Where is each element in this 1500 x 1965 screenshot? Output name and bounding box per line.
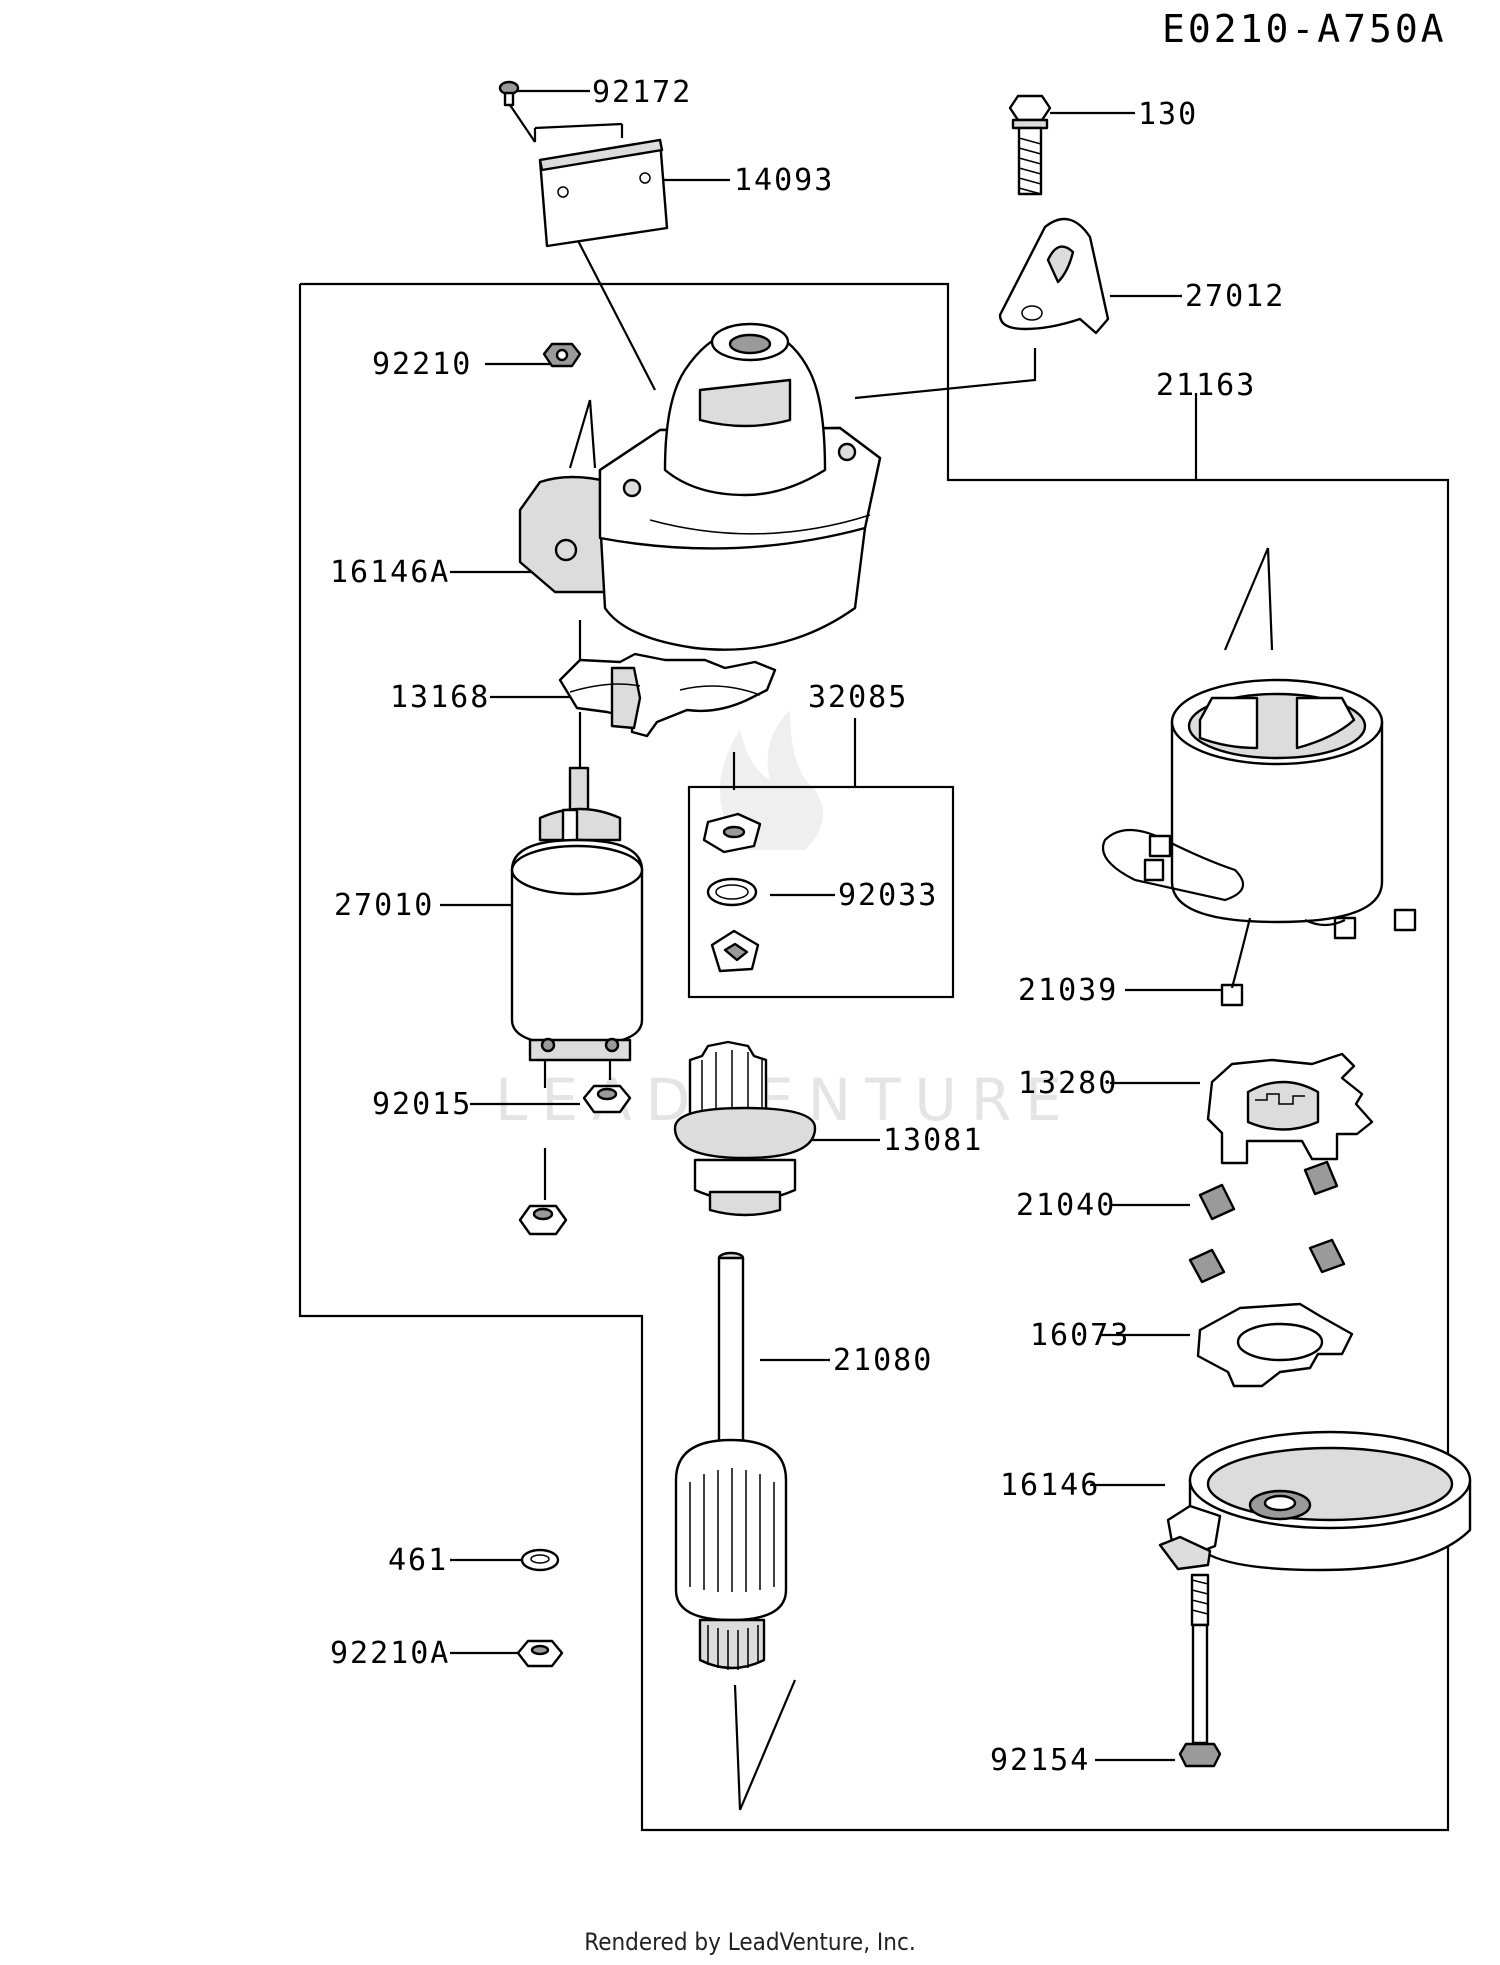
part-92210A-nut [516,1639,564,1668]
part-21040-springs [1188,1160,1346,1284]
label-92154: 92154 [990,1743,1090,1778]
label-16146: 16146 [1000,1468,1100,1503]
label-92015: 92015 [372,1087,472,1122]
footer-credit: Rendered by LeadVenture, Inc. [584,1928,916,1956]
part-461-washer [520,1548,560,1572]
part-130-bolt [1008,94,1052,196]
label-27012: 27012 [1185,279,1285,314]
part-16146A-housing [518,322,882,651]
part-92172-screw [498,80,624,143]
label-16146A: 16146A [330,555,450,590]
diagram-code: E0210-A750A [1162,7,1447,51]
part-13168-lever [558,652,777,738]
part-21080-armature [674,1251,788,1670]
part-21039-yoke [1102,678,1417,1007]
part-14093-plate [538,138,669,248]
label-16073: 16073 [1030,1318,1130,1353]
label-14093: 14093 [734,163,834,198]
part-92154-bolt [1178,1573,1222,1768]
label-92033: 92033 [838,878,938,913]
part-13081-pinion [673,1040,817,1217]
label-21040: 21040 [1016,1188,1116,1223]
label-461: 461 [388,1543,448,1578]
part-92210-nut [542,342,582,368]
label-13168: 13168 [390,680,490,715]
part-27012-bracket [998,217,1110,335]
label-92172: 92172 [592,75,692,110]
part-16146-cover [1158,1430,1472,1572]
part-92015-nut [518,1084,632,1236]
label-13280: 13280 [1018,1066,1118,1101]
label-32085: 32085 [808,680,908,715]
label-21163: 21163 [1156,368,1256,403]
label-92210A: 92210A [330,1636,450,1671]
label-130: 130 [1138,97,1198,132]
label-13081: 13081 [883,1123,983,1158]
watermark: LEADVENTURE [495,710,1062,1134]
label-21039: 21039 [1018,973,1118,1008]
part-27010-solenoid [510,766,644,1062]
assembly-boundary [298,282,1450,1832]
part-13280-brush-holder [1206,1052,1374,1165]
part-labels: 92172 14093 130 27012 92210 21163 16146A… [330,75,1285,1778]
part-16073-plate [1196,1302,1354,1388]
label-92210: 92210 [372,347,472,382]
label-27010: 27010 [334,888,434,923]
label-21080: 21080 [833,1343,933,1378]
part-32085-set [702,812,762,973]
